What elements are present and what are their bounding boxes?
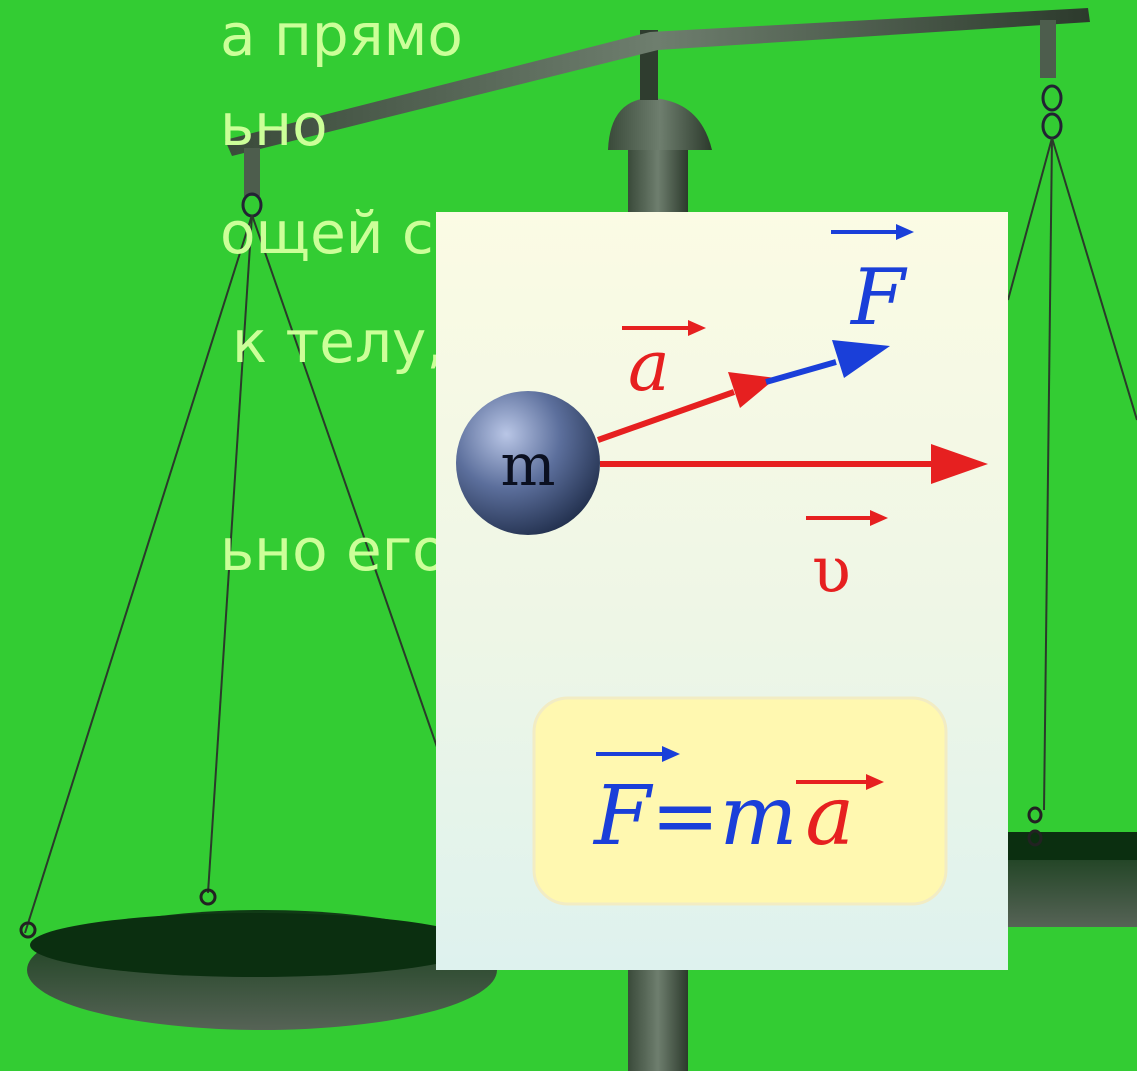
velocity-label: υ: [812, 534, 851, 608]
force-vector: [765, 359, 837, 385]
vector-diagram: m F a υ F=ma: [456, 224, 988, 906]
formula-equals: =: [651, 769, 720, 864]
scale-beam: [225, 8, 1090, 156]
acceleration-arrowhead: [728, 372, 776, 408]
acceleration-label: a: [628, 325, 670, 407]
mass-label: m: [501, 431, 556, 499]
formula-mass: m: [720, 769, 798, 864]
text-line-5: ьно его: [220, 516, 448, 584]
newton-second-law-card: m F a υ F=ma: [436, 212, 1008, 970]
text-line-2: ьно: [220, 91, 328, 159]
formula-acceleration: a: [805, 769, 854, 864]
formula-force: F: [592, 769, 654, 864]
text-line-1: а прямо: [220, 1, 463, 69]
force-arrowhead: [832, 340, 890, 378]
mass-ball: [456, 391, 600, 535]
velocity-arrowhead: [931, 444, 988, 484]
formula: F=ma: [592, 769, 854, 864]
acceleration-vector: [597, 389, 735, 443]
scale-pivot: [608, 98, 712, 150]
force-label: F: [849, 253, 908, 343]
formula-box: [532, 696, 948, 906]
